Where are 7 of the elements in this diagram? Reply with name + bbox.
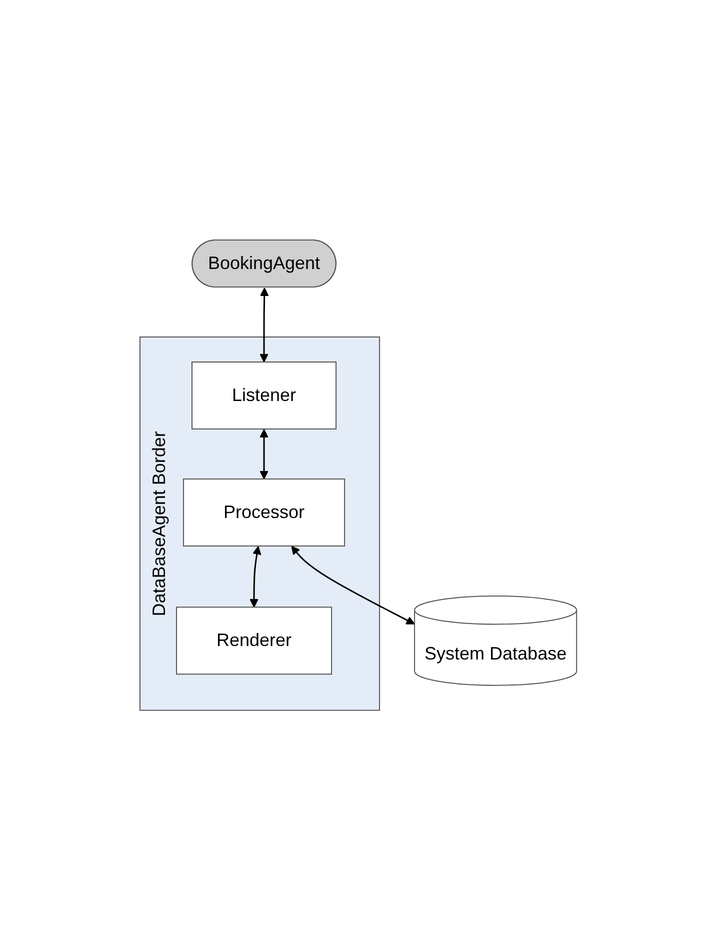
arrow [290,546,415,625]
node-box: Processor [182,478,345,547]
node-box: Renderer [176,607,332,675]
arrow [259,288,268,363]
arrow [249,546,261,608]
node-box: Listener [191,362,336,430]
arrow [259,429,268,480]
